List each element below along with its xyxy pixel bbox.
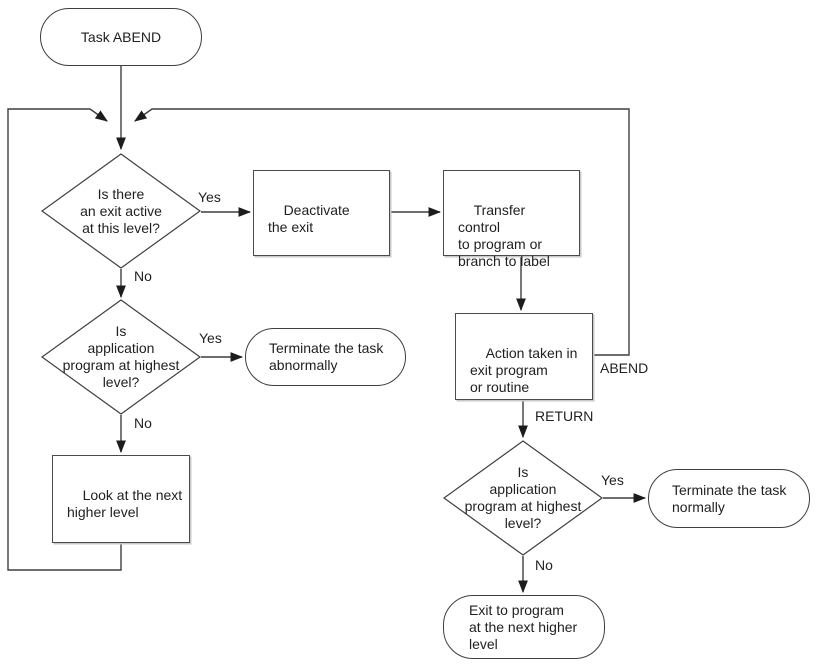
edge-label-abend: ABEND <box>600 360 649 376</box>
node-exit-active-label: Is there an exit active at this level? <box>80 185 162 236</box>
edge-label-app-right-no: No <box>535 557 553 573</box>
node-transfer-control: Transfer control to program or branch to… <box>443 170 580 269</box>
diamond-shape <box>41 299 201 415</box>
node-exit-to-program: Exit to program at the next higher level <box>443 595 605 659</box>
edge-label-app-right-yes: Yes <box>601 472 624 488</box>
node-exit-active: Is there an exit active at this level? <box>41 153 201 269</box>
node-deactivate-exit: Deactivate the exit <box>253 170 390 256</box>
node-terminate-abnormally-label: Terminate the task abnormally <box>269 340 384 373</box>
node-task-abend-label: Task ABEND <box>80 28 162 45</box>
node-look-next-level-label: Look at the next higher level <box>67 487 183 520</box>
node-app-highest-right-label: Is application program at highest level? <box>464 464 582 531</box>
node-look-next-level: Look at the next higher level <box>52 455 190 543</box>
connector-abend-feedback <box>134 108 630 356</box>
diamond-shape <box>41 153 201 269</box>
edge-label-exit-active-no: No <box>134 268 152 284</box>
node-app-highest-left-label: Is application program at highest level? <box>62 323 180 390</box>
node-terminate-normally-label: Terminate the task normally <box>672 481 787 515</box>
node-app-highest-right: Is application program at highest level? <box>443 440 603 556</box>
edge-label-return: RETURN <box>535 408 594 424</box>
node-exit-to-program-label: Exit to program at the next higher level <box>469 601 578 652</box>
node-action-taken: Action taken in exit program or routine <box>455 313 593 400</box>
node-app-highest-left: Is application program at highest level? <box>41 299 201 415</box>
diamond-shape <box>443 440 603 556</box>
node-terminate-abnormally: Terminate the task abnormally <box>245 328 406 386</box>
edge-label-app-left-no: No <box>134 415 152 431</box>
edge-label-exit-active-yes: Yes <box>198 189 221 205</box>
node-task-abend: Task ABEND <box>40 8 202 66</box>
edge-label-app-left-yes: Yes <box>199 330 222 346</box>
node-deactivate-exit-label: Deactivate the exit <box>268 202 350 235</box>
node-action-taken-label: Action taken in exit program or routine <box>470 345 578 395</box>
node-terminate-normally: Terminate the task normally <box>648 469 810 528</box>
node-transfer-control-label: Transfer control to program or branch to… <box>458 202 550 269</box>
connector-loop-left <box>7 108 122 571</box>
